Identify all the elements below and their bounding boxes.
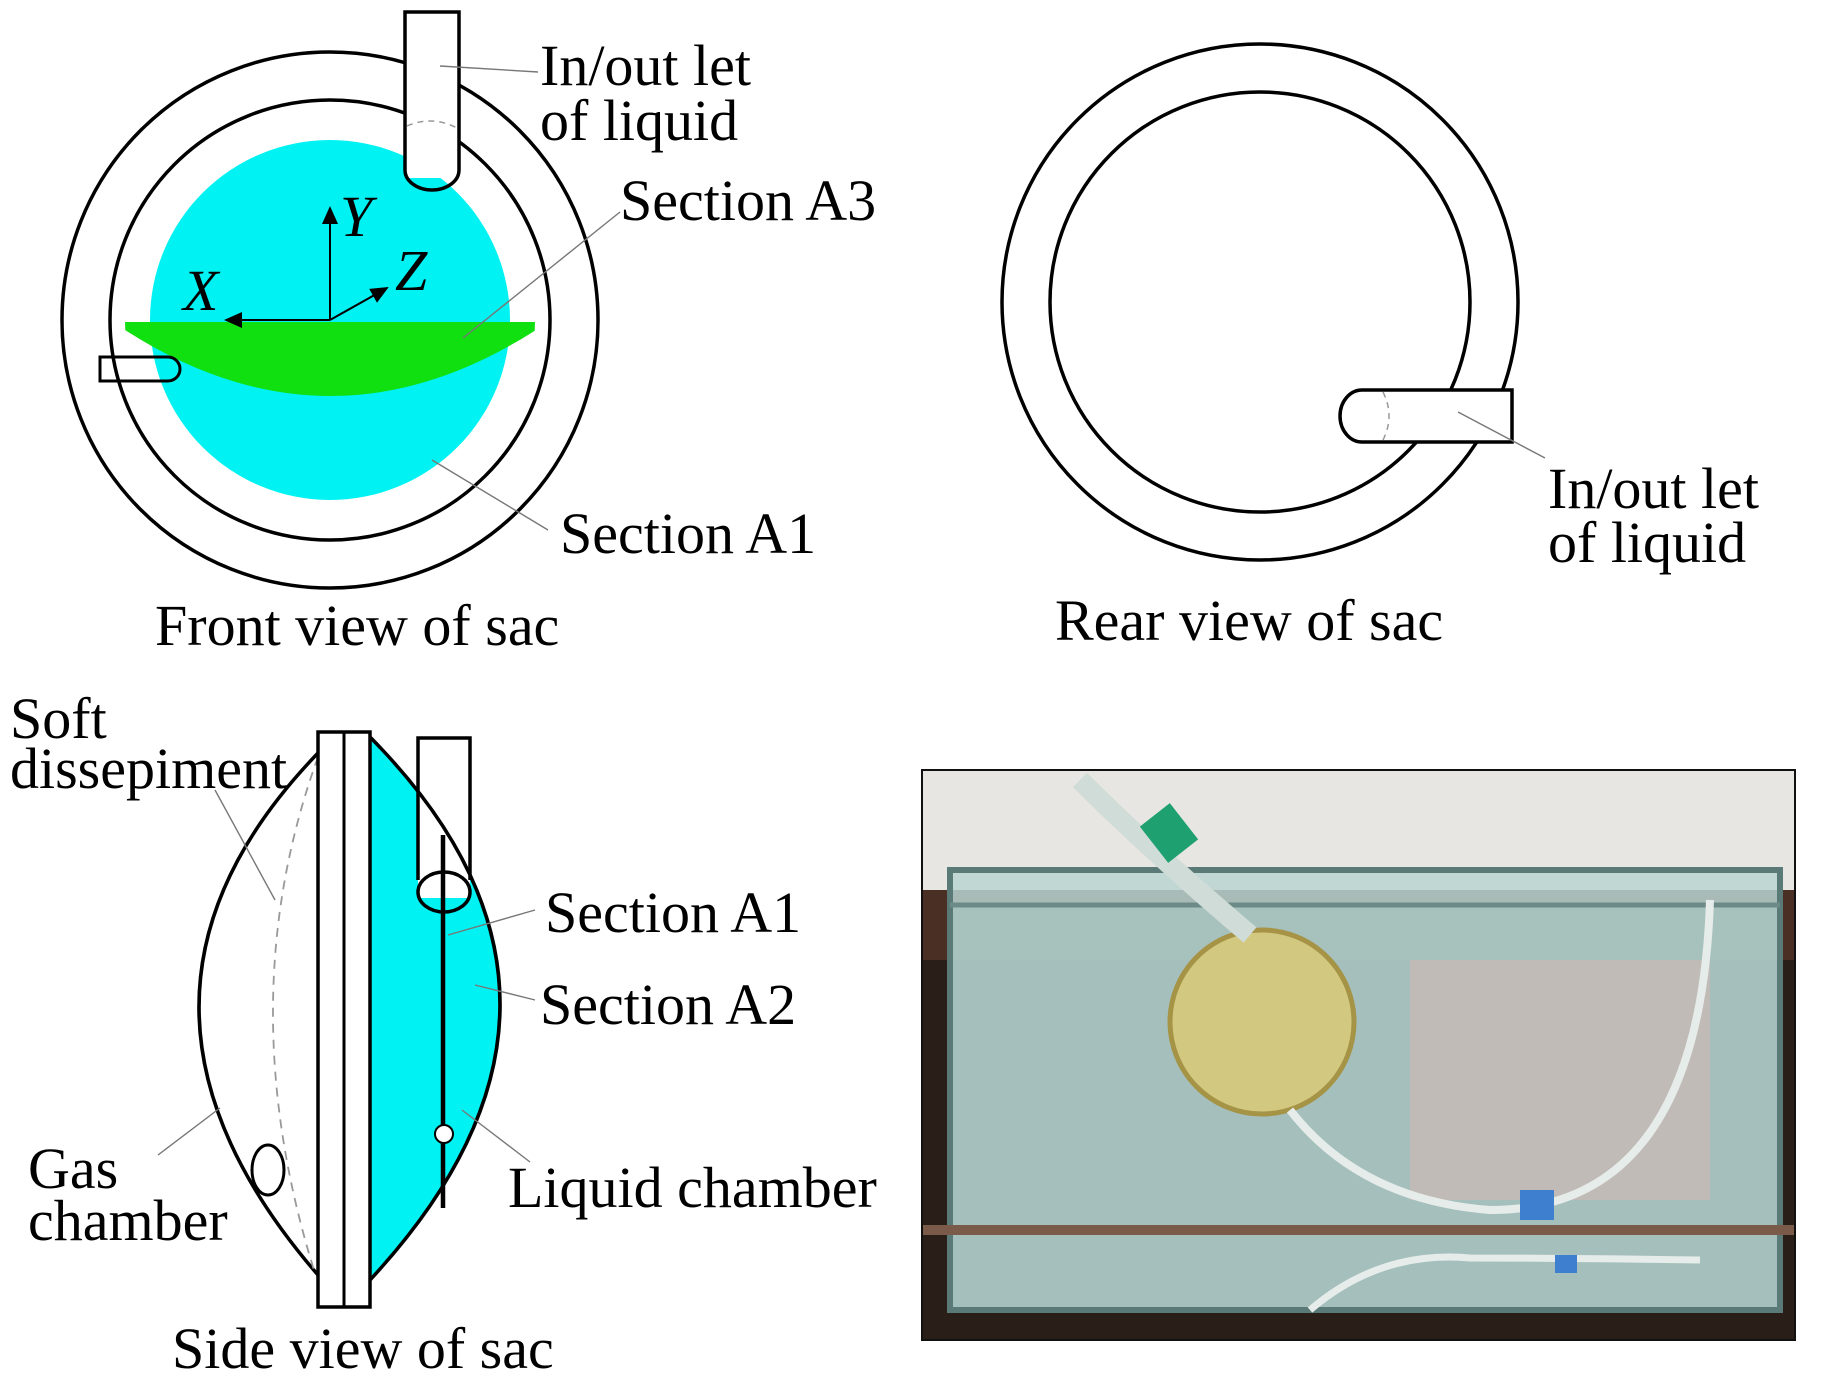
front-inlet-tube [403, 10, 461, 192]
rear-view-diagram: In/out let of liquid Rear view of sac [1000, 42, 1759, 653]
rear-inlet-label-line2: of liquid [1548, 510, 1746, 575]
rear-outer-ring [1000, 42, 1520, 562]
section-a3-leader [462, 211, 621, 339]
front-inlet-label-line1: In/out let [540, 33, 751, 98]
front-inlet-hidden-ring [406, 120, 458, 129]
photo-inlet-hose [1072, 772, 1257, 943]
side-section-a2-label: Section A2 [540, 972, 796, 1037]
liquid-chamber-outline [368, 735, 502, 1282]
soft-label-line2: dissepiment [10, 736, 287, 801]
front-section-a1-label: Section A1 [560, 501, 816, 566]
photo-border [921, 769, 1796, 1341]
photo-blue-valve-2 [1555, 1255, 1577, 1273]
gas-label-line2: chamber [28, 1188, 228, 1253]
rear-inlet-label-line1: In/out let [1548, 456, 1759, 521]
front-inlet-leader [439, 65, 539, 73]
soft-label-line1: Soft [10, 686, 107, 751]
soft-dissepiment [272, 756, 319, 1271]
rear-inlet-tube [1338, 388, 1514, 444]
gas-chamber-port [250, 1143, 286, 1197]
photo-sac [1167, 927, 1357, 1117]
front-view-diagram: Y X Z In/out let of liquid Section A3 Se… [60, 10, 876, 658]
rear-inner-ring [1048, 90, 1472, 514]
photograph-of-sac-in-water-tank [921, 769, 1796, 1341]
photo-green-connector [1139, 803, 1199, 863]
rear-inlet-leader [1457, 411, 1546, 459]
side-inlet-opening [416, 870, 472, 914]
rear-view-caption: Rear view of sac [1055, 588, 1443, 653]
front-section-a3-label: Section A3 [620, 168, 876, 233]
rear-inlet-hidden-end [1382, 391, 1390, 441]
front-inner-ring [108, 98, 552, 542]
photo-blue-valve [1520, 1190, 1554, 1220]
z-axis-arrow [329, 287, 389, 321]
liquid-chamber-leader [461, 1109, 531, 1163]
photo-tank-frame [947, 867, 1783, 1313]
side-view-caption: Side view of sac [172, 1316, 554, 1381]
liquid-chamber-port [434, 1124, 454, 1144]
front-outer-ring [60, 50, 600, 590]
axis-y-label: Y [340, 184, 378, 249]
front-view-caption: Front view of sac [155, 593, 559, 658]
front-side-port [98, 355, 182, 383]
gas-chamber-leader [157, 1107, 221, 1156]
section-a3-plane [125, 322, 535, 396]
soft-dissepiment-leader [214, 789, 276, 901]
front-inlet-label-line2: of liquid [540, 88, 738, 153]
side-section-a2-leader [474, 984, 536, 1001]
liquid-chamber-label: Liquid chamber [508, 1155, 877, 1220]
front-inlet-tube-fill [405, 12, 459, 178]
side-inlet-tube [416, 736, 472, 880]
axis-z-label: Z [395, 238, 428, 303]
photo-pink-panel [1410, 960, 1710, 1200]
side-section-a1-label: Section A1 [545, 880, 801, 945]
gas-chamber-outline [197, 751, 320, 1277]
gas-label-line1: Gas [28, 1136, 118, 1201]
side-section-a1-leader [447, 909, 536, 936]
section-a1-leader [431, 459, 549, 531]
side-view-diagram: Soft dissepiment Section A1 Section A2 L… [10, 686, 877, 1381]
photo-tubing-lower [1307, 1253, 1701, 1313]
axis-x-label: X [181, 258, 221, 323]
